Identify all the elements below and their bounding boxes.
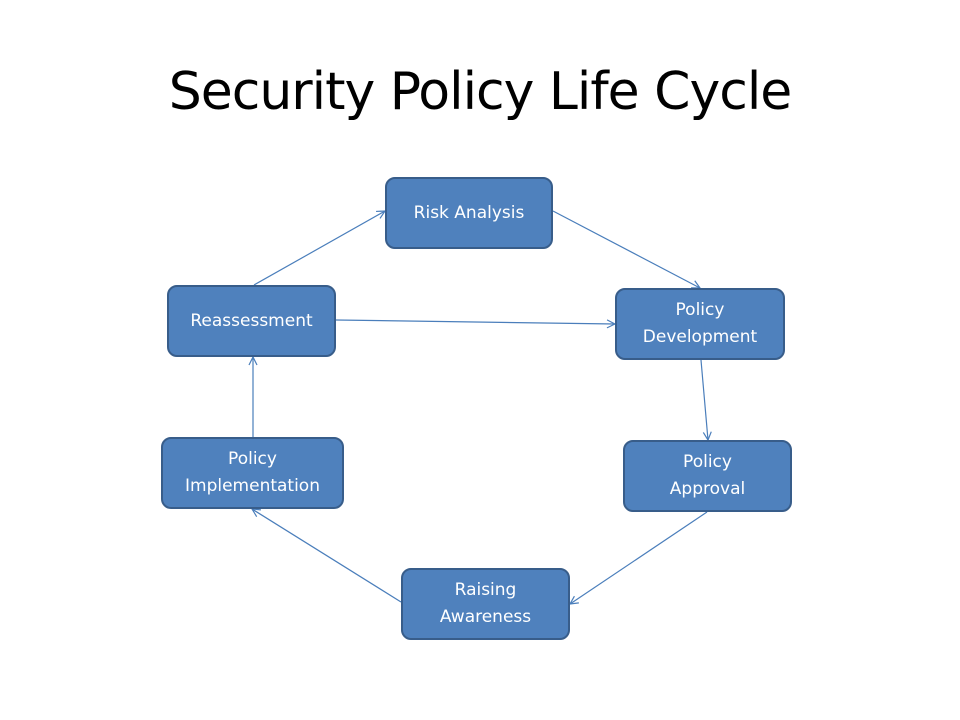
- arrow-raising-awareness-to-policy-implementation: [252, 509, 402, 603]
- node-policy-approval: Policy Approval: [623, 440, 792, 512]
- slide-title: Security Policy Life Cycle: [168, 62, 793, 122]
- node-raising-awareness: Raising Awareness: [401, 568, 570, 640]
- node-reassessment: Reassessment: [167, 285, 336, 357]
- arrow-policy-development-to-policy-approval: [700, 359, 708, 440]
- node-policy-development: Policy Development: [615, 288, 785, 360]
- arrow-risk-analysis-to-policy-development: [552, 210, 700, 288]
- node-policy-implementation: Policy Implementation: [161, 437, 344, 509]
- arrow-reassessment-to-risk-analysis: [253, 211, 385, 286]
- node-risk-analysis: Risk Analysis: [385, 177, 553, 249]
- arrow-policy-approval-to-raising-awareness: [570, 511, 708, 604]
- arrow-reassessment-to-policy-development: [335, 320, 615, 324]
